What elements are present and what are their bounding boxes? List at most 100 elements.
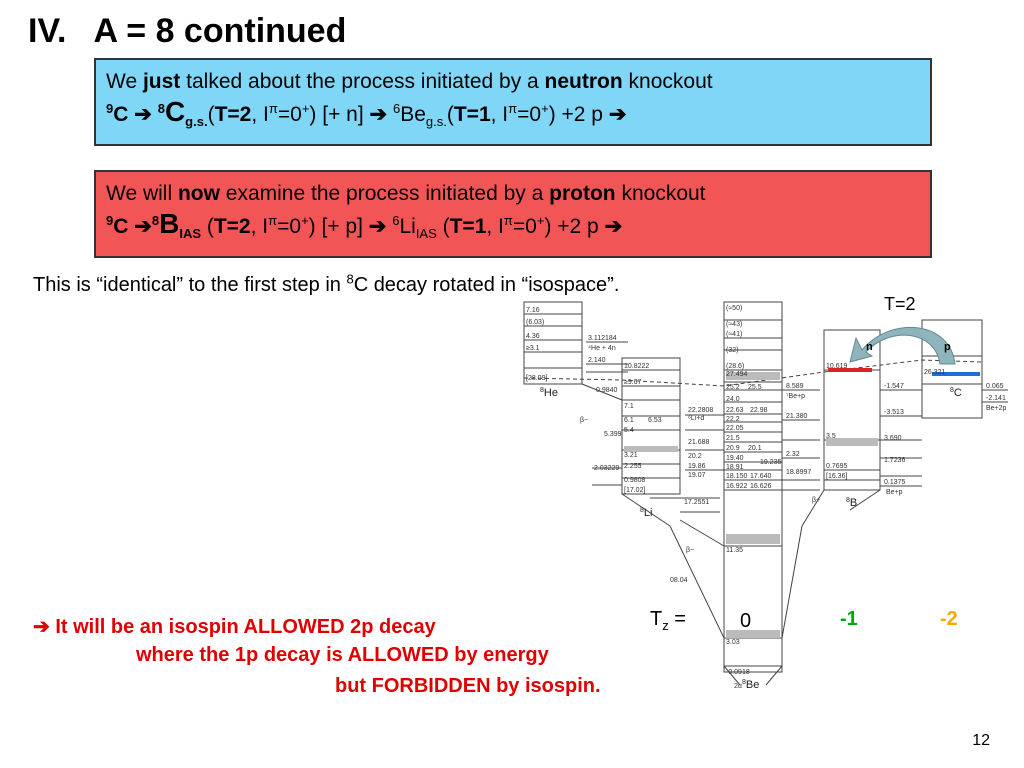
level-value: 22.2	[726, 416, 740, 423]
mass-8: 8	[346, 271, 354, 287]
level-value: [28.09]	[526, 375, 547, 382]
text: (	[207, 103, 215, 126]
mass-9: 9	[106, 101, 114, 116]
level-value: 8.589	[786, 383, 804, 390]
level-value: 0.9808	[624, 477, 646, 484]
level-value: 24.0	[726, 396, 740, 403]
text: ) [+ n]	[309, 103, 370, 126]
level-value: 22.98	[750, 407, 768, 414]
li-column	[621, 357, 681, 495]
mass-8: 8	[151, 213, 160, 228]
level-value: (6.03)	[526, 319, 544, 326]
level-value: 0.1375	[884, 479, 906, 486]
text: examine the process initiated by a	[219, 182, 550, 205]
slide-title: IV. A = 8 continued	[28, 12, 347, 50]
text: , I	[486, 215, 504, 238]
level-value: -1.547	[884, 383, 904, 390]
level-value: 21.688	[688, 439, 710, 446]
text: =0	[277, 215, 302, 238]
level-value: (32)	[726, 347, 738, 354]
level-value: 7.16	[526, 307, 540, 314]
hatched-regions	[624, 372, 878, 638]
t1: T=1	[453, 103, 491, 126]
level-value: 25.5	[748, 384, 762, 391]
text: =	[668, 608, 686, 630]
he8-label: 8He	[540, 387, 558, 399]
plus: +	[301, 101, 310, 116]
level-value: (≈50)	[726, 305, 742, 312]
text: T	[650, 608, 663, 630]
plus: +	[301, 213, 309, 228]
level-value: 27.494	[726, 371, 748, 378]
pi: π	[268, 101, 278, 116]
c8-label: 8C	[950, 387, 962, 399]
t2: T=2	[213, 215, 251, 238]
arrow-icon: ➔	[608, 103, 627, 126]
b8-label: 8B	[846, 497, 857, 509]
plus: +	[536, 213, 545, 228]
text: (	[446, 103, 454, 126]
level-value: 2.03229	[594, 465, 619, 472]
level-value: 25.2	[726, 384, 740, 391]
text: ) [+ p]	[308, 215, 369, 238]
n-label: n	[866, 341, 873, 353]
arrow-icon: ➔	[134, 215, 152, 238]
emph-just: just	[142, 70, 181, 93]
c-column	[921, 319, 983, 419]
decay-label: 08.04	[670, 577, 688, 584]
arrow-icon: ➔	[604, 215, 623, 238]
level-value: 20.1	[748, 445, 762, 452]
mass-8: 8	[157, 101, 165, 116]
pi: π	[503, 213, 513, 228]
level-value: 1.7236	[884, 457, 906, 464]
b8: B	[159, 208, 180, 239]
proton-knockout-box: We will now examine the process initiate…	[94, 170, 932, 258]
level-value: (≈41)	[726, 331, 742, 338]
decay-label: Be+2p	[986, 405, 1007, 412]
text: =0	[512, 215, 537, 238]
proton-line-1: We will now examine the process initiate…	[106, 179, 920, 209]
p-label: p	[944, 341, 951, 353]
text: talked about the process initiated by a	[180, 70, 545, 93]
level-value: 26.321	[924, 369, 946, 376]
level-value: 21.380	[786, 413, 808, 420]
emph-proton: proton	[549, 182, 616, 205]
proton-bar	[932, 372, 980, 376]
level-value: 7.1	[624, 403, 634, 410]
isobar-line	[523, 359, 983, 387]
neutron-line-1: We just talked about the process initiat…	[106, 67, 920, 97]
text: , I	[250, 215, 269, 238]
proton-line-2: 9C ➔8BIAS (T=2, Iπ=0+) [+ p] ➔ 6LiIAS (T…	[106, 209, 920, 242]
decay-label: Be+p	[886, 489, 903, 496]
c9: C	[113, 103, 129, 126]
c8: C	[164, 96, 186, 127]
level-value: 22.2808	[688, 407, 713, 414]
level-value: 4.36	[526, 333, 540, 340]
gs-sub: g.s.	[185, 114, 208, 130]
level-value: -2.141	[986, 395, 1006, 402]
nucleus-labels: 8He 8Li 8Be 8B 8C	[540, 387, 962, 691]
level-value: 6.53	[648, 417, 662, 424]
text: This is “identical” to the first step in	[33, 274, 347, 296]
mass-6: 6	[392, 213, 400, 228]
emph-now: now	[177, 182, 220, 205]
text: knockout	[622, 70, 713, 93]
level-value: 0.7695	[826, 463, 848, 470]
level-value: 19.86	[688, 463, 706, 470]
text: It will be an isospin ALLOWED 2p decay	[49, 616, 436, 638]
level-value: 3.21	[624, 452, 638, 459]
text: =0	[277, 103, 302, 126]
level-value: 2.32	[786, 451, 800, 458]
text: ) +2 p	[548, 103, 609, 126]
level-value: 3.5	[826, 433, 836, 440]
decay-label: β−	[686, 547, 694, 554]
level-value: 18.150	[726, 473, 748, 480]
text: , I	[251, 103, 269, 126]
level-value: ≥3.1	[526, 345, 540, 352]
conclusion-line-1: ➔ It will be an isospin ALLOWED 2p decay	[33, 614, 436, 639]
text: C decay rotated in “isospace”.	[353, 274, 620, 296]
decay-label: ⁴He + 4n	[588, 345, 616, 352]
pi: π	[508, 101, 518, 116]
level-value: 3.690	[884, 435, 902, 442]
tz-label: Tz =	[650, 608, 686, 632]
